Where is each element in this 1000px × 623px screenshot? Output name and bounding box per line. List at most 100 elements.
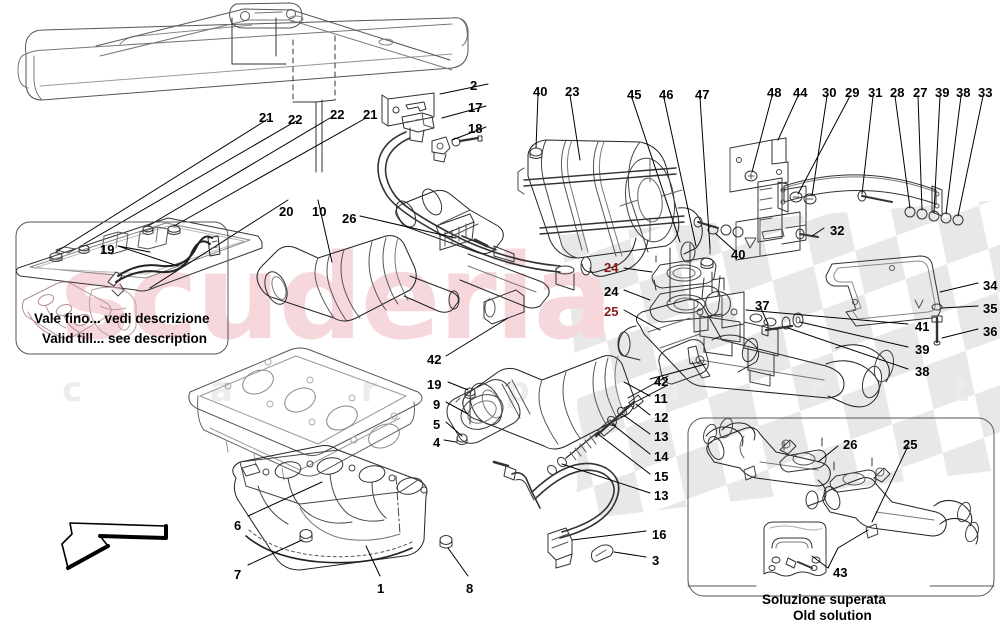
arrow-down-left-icon — [61, 522, 168, 570]
part-number-48: 48 — [767, 85, 782, 100]
part-number-41: 41 — [915, 319, 930, 334]
part-number-23: 23 — [565, 84, 580, 99]
part-number-29: 29 — [845, 85, 860, 100]
oxygen-sensor-harness — [377, 131, 561, 273]
fastener-row-right — [529, 147, 964, 269]
part-number-46: 46 — [659, 87, 674, 102]
part-number-33: 33 — [978, 85, 993, 100]
part-number-11: 11 — [654, 391, 668, 406]
converter-inlet-flange — [446, 379, 521, 445]
engine-cylinder-head — [188, 347, 423, 481]
part-number-15: 15 — [654, 469, 669, 484]
part-number-1: 1 — [377, 581, 385, 596]
part-number-6: 6 — [234, 518, 242, 533]
part-number-16: 16 — [652, 527, 667, 542]
inset-left-caption-line1: Vale fino... vedi descrizione — [34, 311, 210, 326]
part-number-19: 19 — [427, 377, 442, 392]
part-number-42: 42 — [427, 352, 442, 367]
bolt-37-and-washers — [761, 312, 804, 337]
inset-left-caption-line2: Valid till... see description — [42, 331, 208, 346]
part-number-31: 31 — [868, 85, 883, 100]
part-number-26: 26 — [342, 211, 357, 226]
part-number-14: 14 — [654, 449, 669, 464]
exhaust-bolt-kit — [547, 394, 644, 476]
part-number-13: 13 — [654, 429, 669, 444]
part-number-44: 44 — [793, 85, 808, 100]
part-number-21: 21 — [259, 110, 274, 125]
heat-shield-plate — [15, 217, 263, 292]
part-number-18: 18 — [468, 121, 483, 136]
pipe-clamp-42-right — [658, 339, 711, 385]
inset-box-left — [15, 221, 229, 355]
exhaust-manifold — [232, 445, 453, 571]
catalytic-converter-right — [462, 334, 760, 450]
pipe-hanger-b — [743, 313, 779, 387]
part-number-36: 36 — [983, 324, 998, 339]
rear-subframe-crossbar — [777, 174, 943, 217]
oxygen-sensor-16 — [492, 460, 620, 569]
part-number-20: 20 — [279, 204, 294, 219]
part-number-3: 3 — [652, 553, 660, 568]
inset-box-bottom-right — [687, 417, 995, 597]
catalytic-converter-left — [256, 235, 460, 322]
part-number-9: 9 — [433, 397, 441, 412]
part-number-22: 22 — [288, 112, 303, 127]
callout-leader-lines — [55, 83, 984, 577]
part-number-24: 24 — [604, 260, 619, 275]
exhaust-isolator-bracket — [693, 275, 745, 333]
part-number-30: 30 — [822, 85, 837, 100]
part-number-38: 38 — [915, 364, 930, 379]
part-number-4: 4 — [433, 435, 441, 450]
cable-clip-18 — [431, 135, 483, 163]
part-number-40: 40 — [731, 247, 746, 262]
part-number-19: 19 — [100, 242, 115, 257]
exhaust-flange-gaskets — [649, 243, 721, 323]
part-number-37: 37 — [755, 298, 770, 313]
part-number-45: 45 — [627, 87, 642, 102]
lower-mount-bracket — [735, 177, 819, 261]
part-number-43: 43 — [833, 565, 848, 580]
part-number-42: 42 — [654, 374, 669, 389]
part-number-32: 32 — [830, 223, 845, 238]
shield-fasteners — [931, 303, 943, 346]
part-number-5: 5 — [433, 417, 441, 432]
old-pipe-b — [822, 457, 979, 545]
part-number-27: 27 — [913, 85, 928, 100]
part-number-8: 8 — [466, 581, 474, 596]
inset-bottom-right-caption-line2: Old solution — [793, 608, 872, 623]
part-number-47: 47 — [695, 87, 710, 102]
part-number-17: 17 — [468, 100, 483, 115]
part-number-28: 28 — [890, 85, 905, 100]
main-silencer — [517, 139, 703, 291]
part-number-39: 39 — [935, 85, 950, 100]
part-number-26: 26 — [843, 437, 858, 452]
part-number-22: 22 — [330, 107, 345, 122]
part-number-12: 12 — [654, 410, 669, 425]
part-number-35: 35 — [983, 301, 998, 316]
part-number-21: 21 — [363, 107, 378, 122]
part-number-25: 25 — [903, 437, 918, 452]
part-number-34: 34 — [983, 278, 998, 293]
lambda-connector-17 — [401, 112, 435, 143]
part-number-38: 38 — [956, 85, 971, 100]
part-number-7: 7 — [234, 567, 242, 582]
retaining-clip-3 — [591, 544, 614, 563]
sensor-mount-bracket — [381, 92, 435, 127]
part-number-13: 13 — [654, 488, 669, 503]
old-pipe-a — [703, 417, 831, 510]
part-number-24: 24 — [604, 284, 619, 299]
rear-crossmember-assembly — [17, 2, 469, 173]
old-hardware-kit — [763, 521, 827, 577]
part-number-25: 25 — [604, 304, 619, 319]
part-number-39: 39 — [915, 342, 930, 357]
pipe-hanger-a — [699, 277, 741, 357]
centre-collector-pipe — [395, 188, 550, 325]
inset-bottom-right-caption-line1: Soluzione superata — [762, 592, 886, 607]
part-number-10: 10 — [312, 204, 327, 219]
upper-mount-bracket — [729, 137, 789, 193]
manifold-nut-8 — [439, 535, 453, 549]
part-number-40: 40 — [533, 84, 548, 99]
rear-heat-shield-34 — [825, 255, 941, 327]
